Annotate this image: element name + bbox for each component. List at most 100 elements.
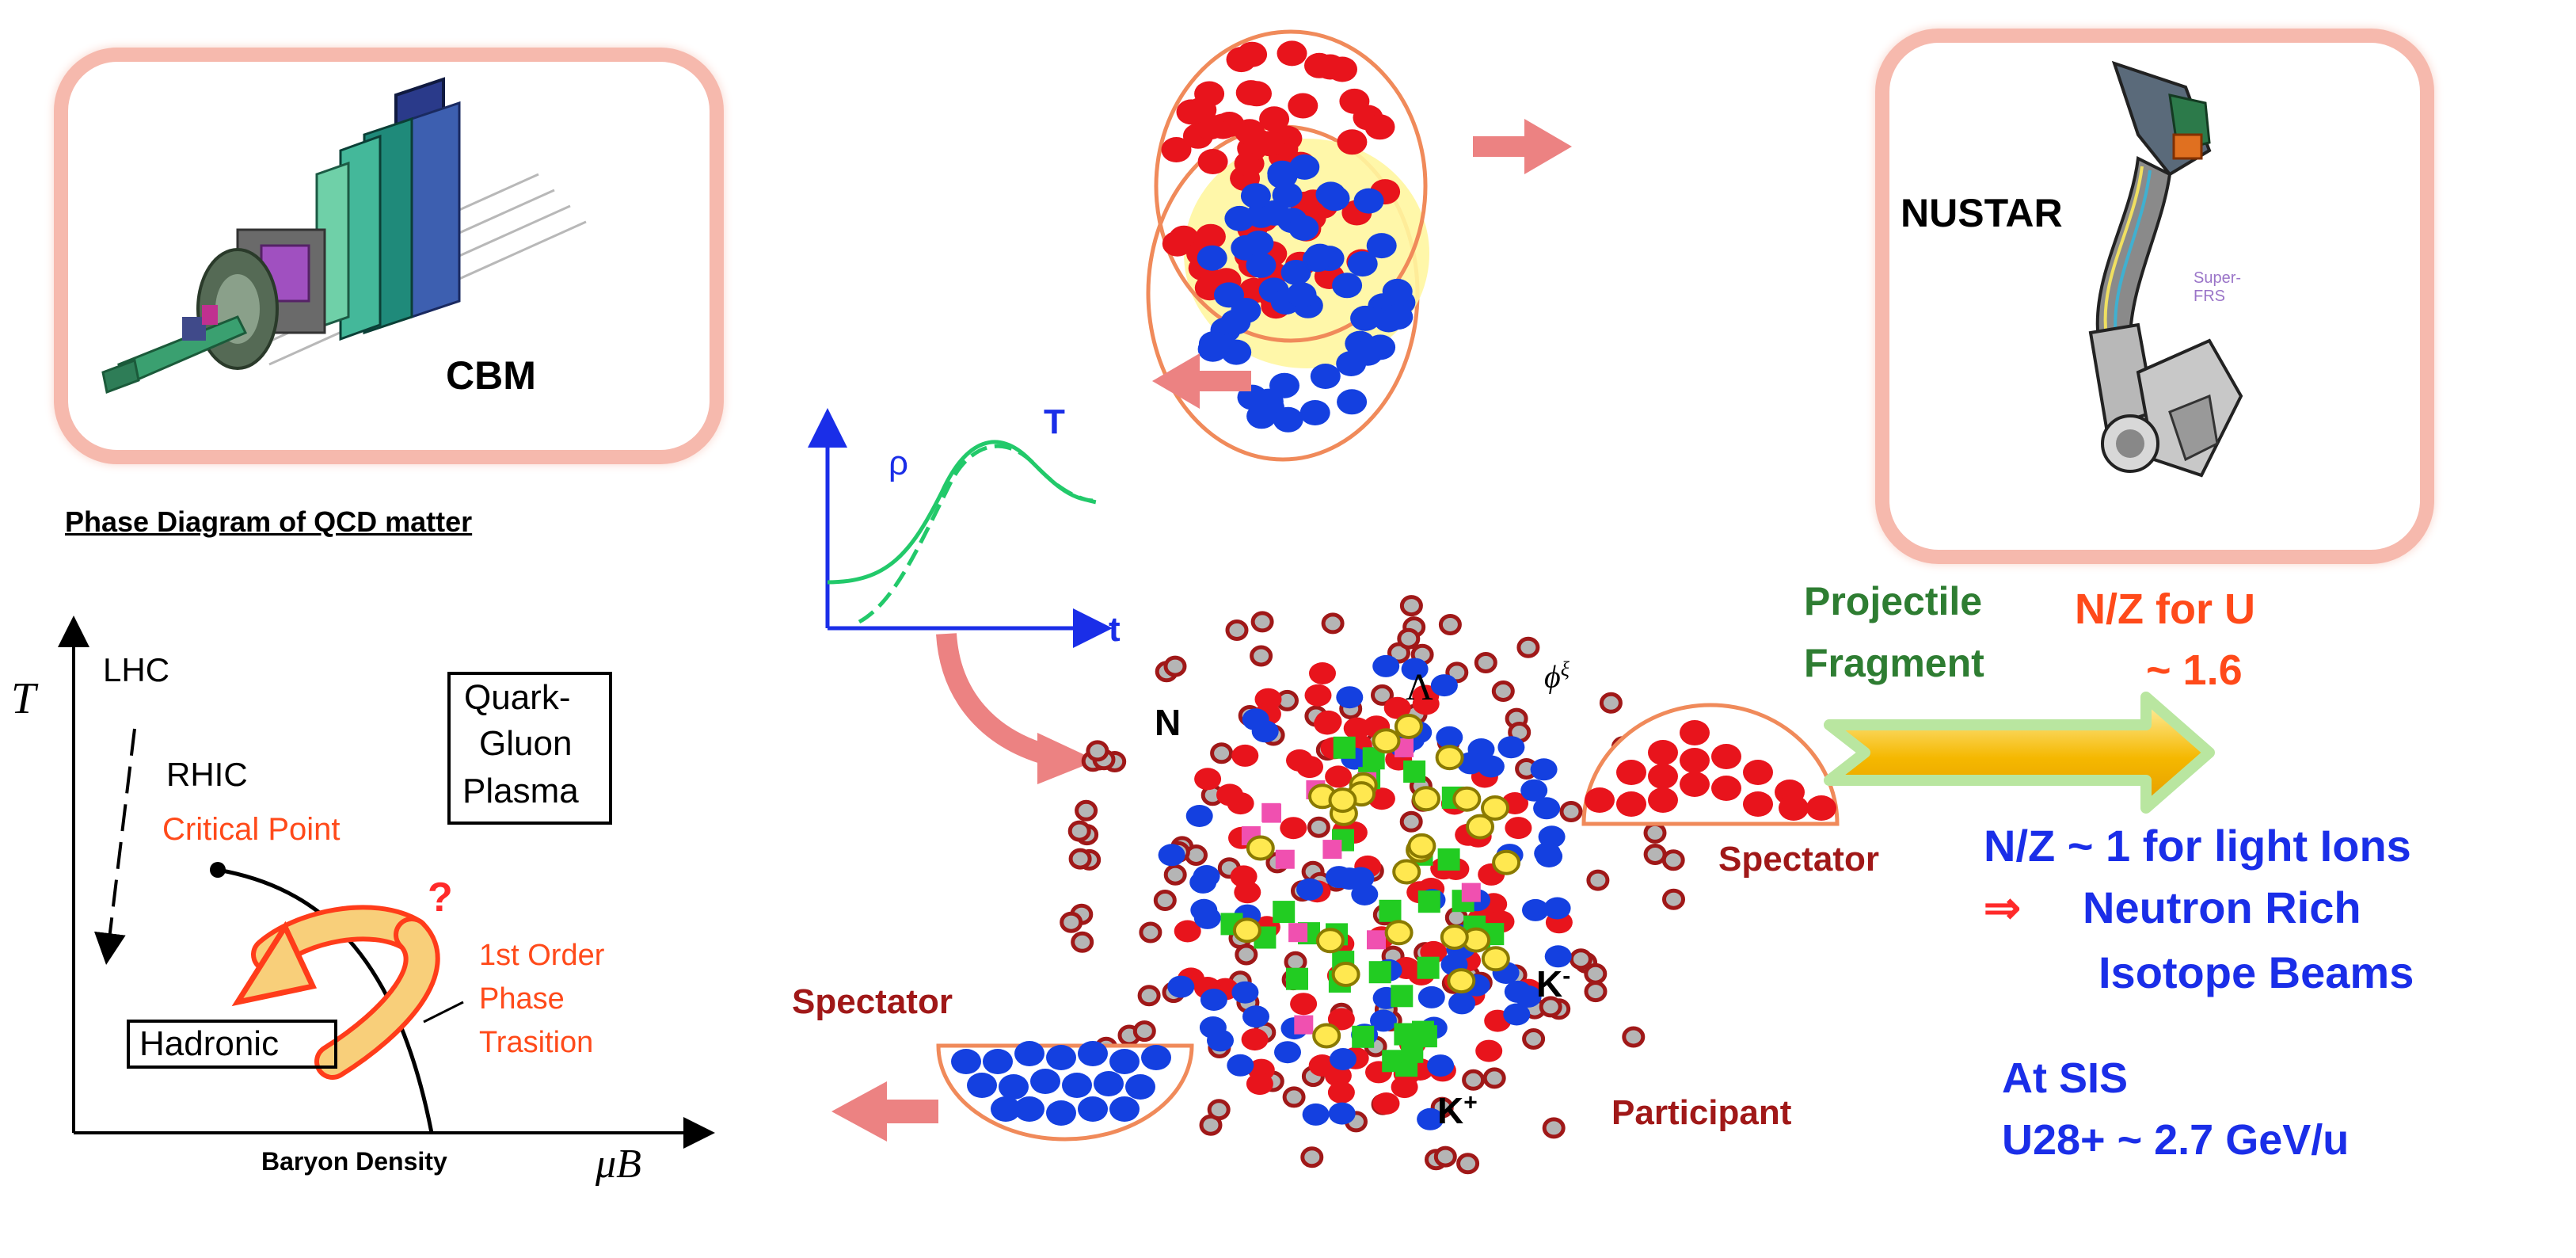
proton-dot: [1327, 1008, 1355, 1031]
neutron-dot: [1207, 1029, 1234, 1052]
spectator-nucleon-dot: [1542, 1117, 1566, 1139]
neutron-dot: [1167, 975, 1195, 998]
neutron-dot: [1078, 1041, 1108, 1066]
proton-dot: [1286, 749, 1313, 772]
kaon-square: [1294, 1015, 1314, 1035]
neutron-dot: [1243, 231, 1274, 257]
spectator-nucleon-dot: [1399, 810, 1423, 833]
spectator-nucleon-dot: [1153, 890, 1177, 911]
qgp-line2: Gluon: [479, 724, 573, 763]
neutron-dot: [1231, 981, 1259, 1004]
hyperon-dot: [1315, 928, 1345, 954]
temperature-curve: [858, 444, 1102, 624]
hyperon-dot: [1440, 924, 1469, 950]
spectator-nucleon-dot: [1060, 911, 1083, 933]
neutron-dot: [1503, 1003, 1531, 1026]
meson-square: [1417, 890, 1440, 913]
proton-dot: [1372, 1092, 1400, 1115]
proton-dot: [1711, 744, 1741, 769]
k-plus-superscript: +: [1463, 1089, 1478, 1116]
meson-square: [1412, 1020, 1434, 1043]
neutron-dot: [1535, 845, 1563, 867]
hyperon-dot: [1481, 795, 1509, 821]
meson-square: [1379, 899, 1402, 922]
spectator-nucleon-dot: [1137, 985, 1161, 1007]
spectator-nucleon-dot: [1225, 619, 1249, 641]
critical-point-label: Critical Point: [162, 812, 341, 847]
neutron-dot: [1224, 205, 1255, 231]
spectator-nucleon-dot: [1086, 740, 1109, 762]
proton-dot: [1241, 1028, 1269, 1051]
spectator-nucleon-dot: [1399, 595, 1423, 617]
spectator-left-label: Spectator: [792, 982, 953, 1021]
k-minus-symbol: K: [1536, 963, 1563, 1004]
spectator-nucleon-dot: [1516, 636, 1540, 658]
nucleon-label: N: [1155, 702, 1181, 743]
spectator-nucleon-dot: [1661, 849, 1685, 871]
neutron-dot: [991, 1096, 1021, 1122]
spectator-nucleon-dot: [1456, 1153, 1480, 1175]
neutron-dot: [1544, 945, 1572, 968]
spectator-nucleon-dot: [1433, 1146, 1457, 1168]
rhic-label: RHIC: [166, 756, 248, 793]
nucleus-motion-arrow-left: [1152, 353, 1251, 409]
meson-square: [1403, 761, 1426, 783]
spectator-nucleon-dot: [1397, 627, 1421, 650]
spectator-right-fragment: [1581, 703, 1840, 826]
neutron-dot: [1014, 1096, 1044, 1122]
transition-loop-arrow: [231, 905, 440, 1080]
beam-arrow: [1824, 692, 2215, 814]
projectile-label: Projectile: [1804, 579, 1983, 623]
neutron-dot: [1289, 154, 1320, 180]
neutron-dot: [1330, 1048, 1356, 1070]
hyperon-dot: [1246, 835, 1275, 861]
neutron-dot: [1477, 755, 1505, 778]
neutron-dot: [1189, 871, 1217, 894]
neutron-dot: [999, 1074, 1029, 1100]
hyperon-dot: [1384, 920, 1414, 946]
neutron-dot: [1370, 1009, 1397, 1032]
neutron-dot: [967, 1073, 997, 1098]
neutron-dot: [1514, 985, 1542, 1008]
neutron-dot: [1310, 364, 1341, 389]
neutron-dot: [1109, 1096, 1140, 1122]
hyperon-dot: [1412, 786, 1440, 812]
neutron-dot: [1533, 797, 1561, 820]
proton-dot: [1806, 795, 1836, 821]
proton-dot: [1290, 993, 1318, 1016]
neutron-dot: [1158, 844, 1185, 867]
spectator-nucleon-dot: [1207, 1099, 1231, 1121]
neutron-dot: [1286, 282, 1317, 308]
phi-superscript: ξ: [1560, 658, 1570, 680]
neutron-dot: [1522, 898, 1549, 921]
proton-dot: [1616, 791, 1646, 817]
hyperon-dot: [1492, 849, 1521, 875]
neutron-dot: [1274, 1041, 1301, 1064]
spectator-nucleon-dot: [1250, 645, 1273, 667]
spectator-nucleon-dot: [1491, 680, 1515, 702]
spectator-nucleon-dot: [1522, 1028, 1546, 1050]
neutron-dot: [1353, 188, 1384, 214]
phase-x-label: Baryon Density: [261, 1147, 447, 1176]
lambda-label: Λ: [1406, 666, 1433, 708]
neutron-dot: [983, 1049, 1013, 1074]
neutron-dot: [1272, 182, 1303, 208]
spectator-nucleon-dot: [1569, 948, 1592, 970]
spectator-nucleon-dot: [1539, 996, 1562, 1018]
nucleus-motion-arrow-right: [1473, 119, 1572, 174]
phase-y-label: T: [11, 674, 36, 723]
critical-point-dot: [210, 862, 226, 878]
cbm-label: CBM: [446, 353, 536, 398]
proton-dot: [1216, 783, 1243, 806]
hyperon-dot: [1394, 714, 1423, 739]
spectator-nucleon-dot: [1643, 844, 1667, 865]
spectator-nucleon-dot: [1139, 921, 1162, 944]
proton-dot: [1280, 817, 1307, 840]
hyperon-dot: [1328, 787, 1357, 814]
proton-dot: [1505, 817, 1532, 840]
spectator-nucleon-dot: [1474, 652, 1497, 673]
proton-dot: [1337, 129, 1368, 155]
neutron-dot: [1304, 243, 1335, 269]
proton-dot: [1197, 149, 1228, 174]
cbm-detector-illustration: [101, 77, 587, 395]
